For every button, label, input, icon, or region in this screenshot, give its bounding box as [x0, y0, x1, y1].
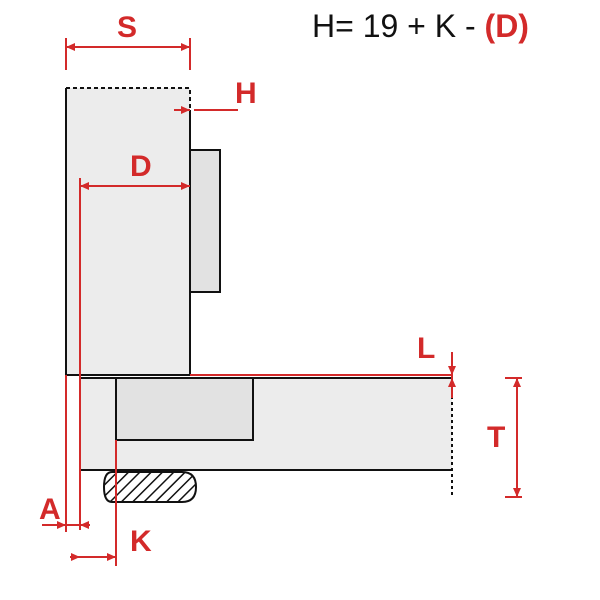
- label-a: A: [39, 493, 61, 526]
- dimension-h: [174, 106, 238, 114]
- mounting-plate: [189, 149, 221, 293]
- dimension-s: [65, 38, 191, 70]
- dimension-d: [79, 178, 190, 375]
- formula-prefix: H= 19 + K -: [312, 8, 485, 44]
- label-k: K: [130, 525, 152, 558]
- dimension-k: [70, 440, 117, 566]
- label-d: D: [130, 150, 152, 183]
- formula-highlight: (D): [485, 8, 529, 44]
- label-s: S: [117, 11, 137, 44]
- hinge-cup: [115, 377, 254, 441]
- door-panel: [65, 87, 191, 376]
- dimension-t: [505, 377, 522, 498]
- label-l: L: [417, 332, 435, 365]
- dimension-l: [448, 352, 456, 398]
- label-h: H: [235, 77, 257, 110]
- dimension-a: [42, 375, 90, 532]
- label-t: T: [487, 421, 505, 454]
- formula-text: H= 19 + K - (D): [312, 8, 529, 44]
- hatched-edge-profile: [102, 471, 198, 503]
